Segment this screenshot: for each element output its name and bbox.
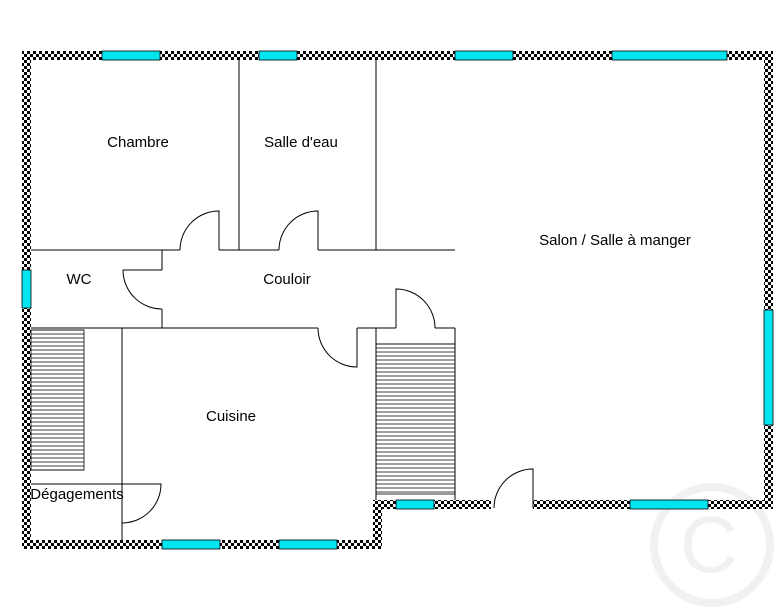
label-cuisine: Cuisine (206, 408, 256, 425)
door-degagements (121, 483, 162, 524)
svg-text:C: C (680, 500, 738, 589)
door-salle-eau (278, 210, 319, 251)
window-bottom-2 (278, 539, 338, 550)
doors (121, 210, 534, 524)
window-top-1 (101, 50, 161, 61)
label-chambre: Chambre (107, 134, 169, 151)
window-bottom-4 (629, 499, 709, 510)
wall-bottom-step (373, 500, 382, 549)
window-bottom-1 (161, 539, 221, 550)
window-right (763, 309, 774, 426)
window-left (21, 269, 32, 309)
door-stairs (395, 288, 436, 329)
watermark-logo: C (650, 483, 774, 607)
label-degagements: Dégagements (30, 486, 123, 503)
label-salle-eau: Salle d'eau (264, 134, 338, 151)
label-salon: Salon / Salle à manger (539, 232, 691, 249)
stairs-right (375, 343, 456, 495)
stair-outline (30, 329, 85, 471)
window-top-2 (258, 50, 298, 61)
wall-top (22, 51, 773, 60)
door-chambre (179, 210, 220, 251)
door-entrance (493, 468, 534, 509)
label-couloir: Couloir (263, 271, 311, 288)
stairs-left (30, 329, 85, 471)
label-wc: WC (67, 271, 92, 288)
window-bottom-3 (395, 499, 435, 510)
windows (21, 50, 774, 550)
door-wc (122, 269, 163, 310)
exterior-walls (22, 51, 773, 549)
door-cuisine (317, 327, 358, 368)
window-top-3 (454, 50, 514, 61)
window-top-4 (611, 50, 728, 61)
stair-outline (375, 343, 456, 495)
wall-right (764, 51, 773, 509)
